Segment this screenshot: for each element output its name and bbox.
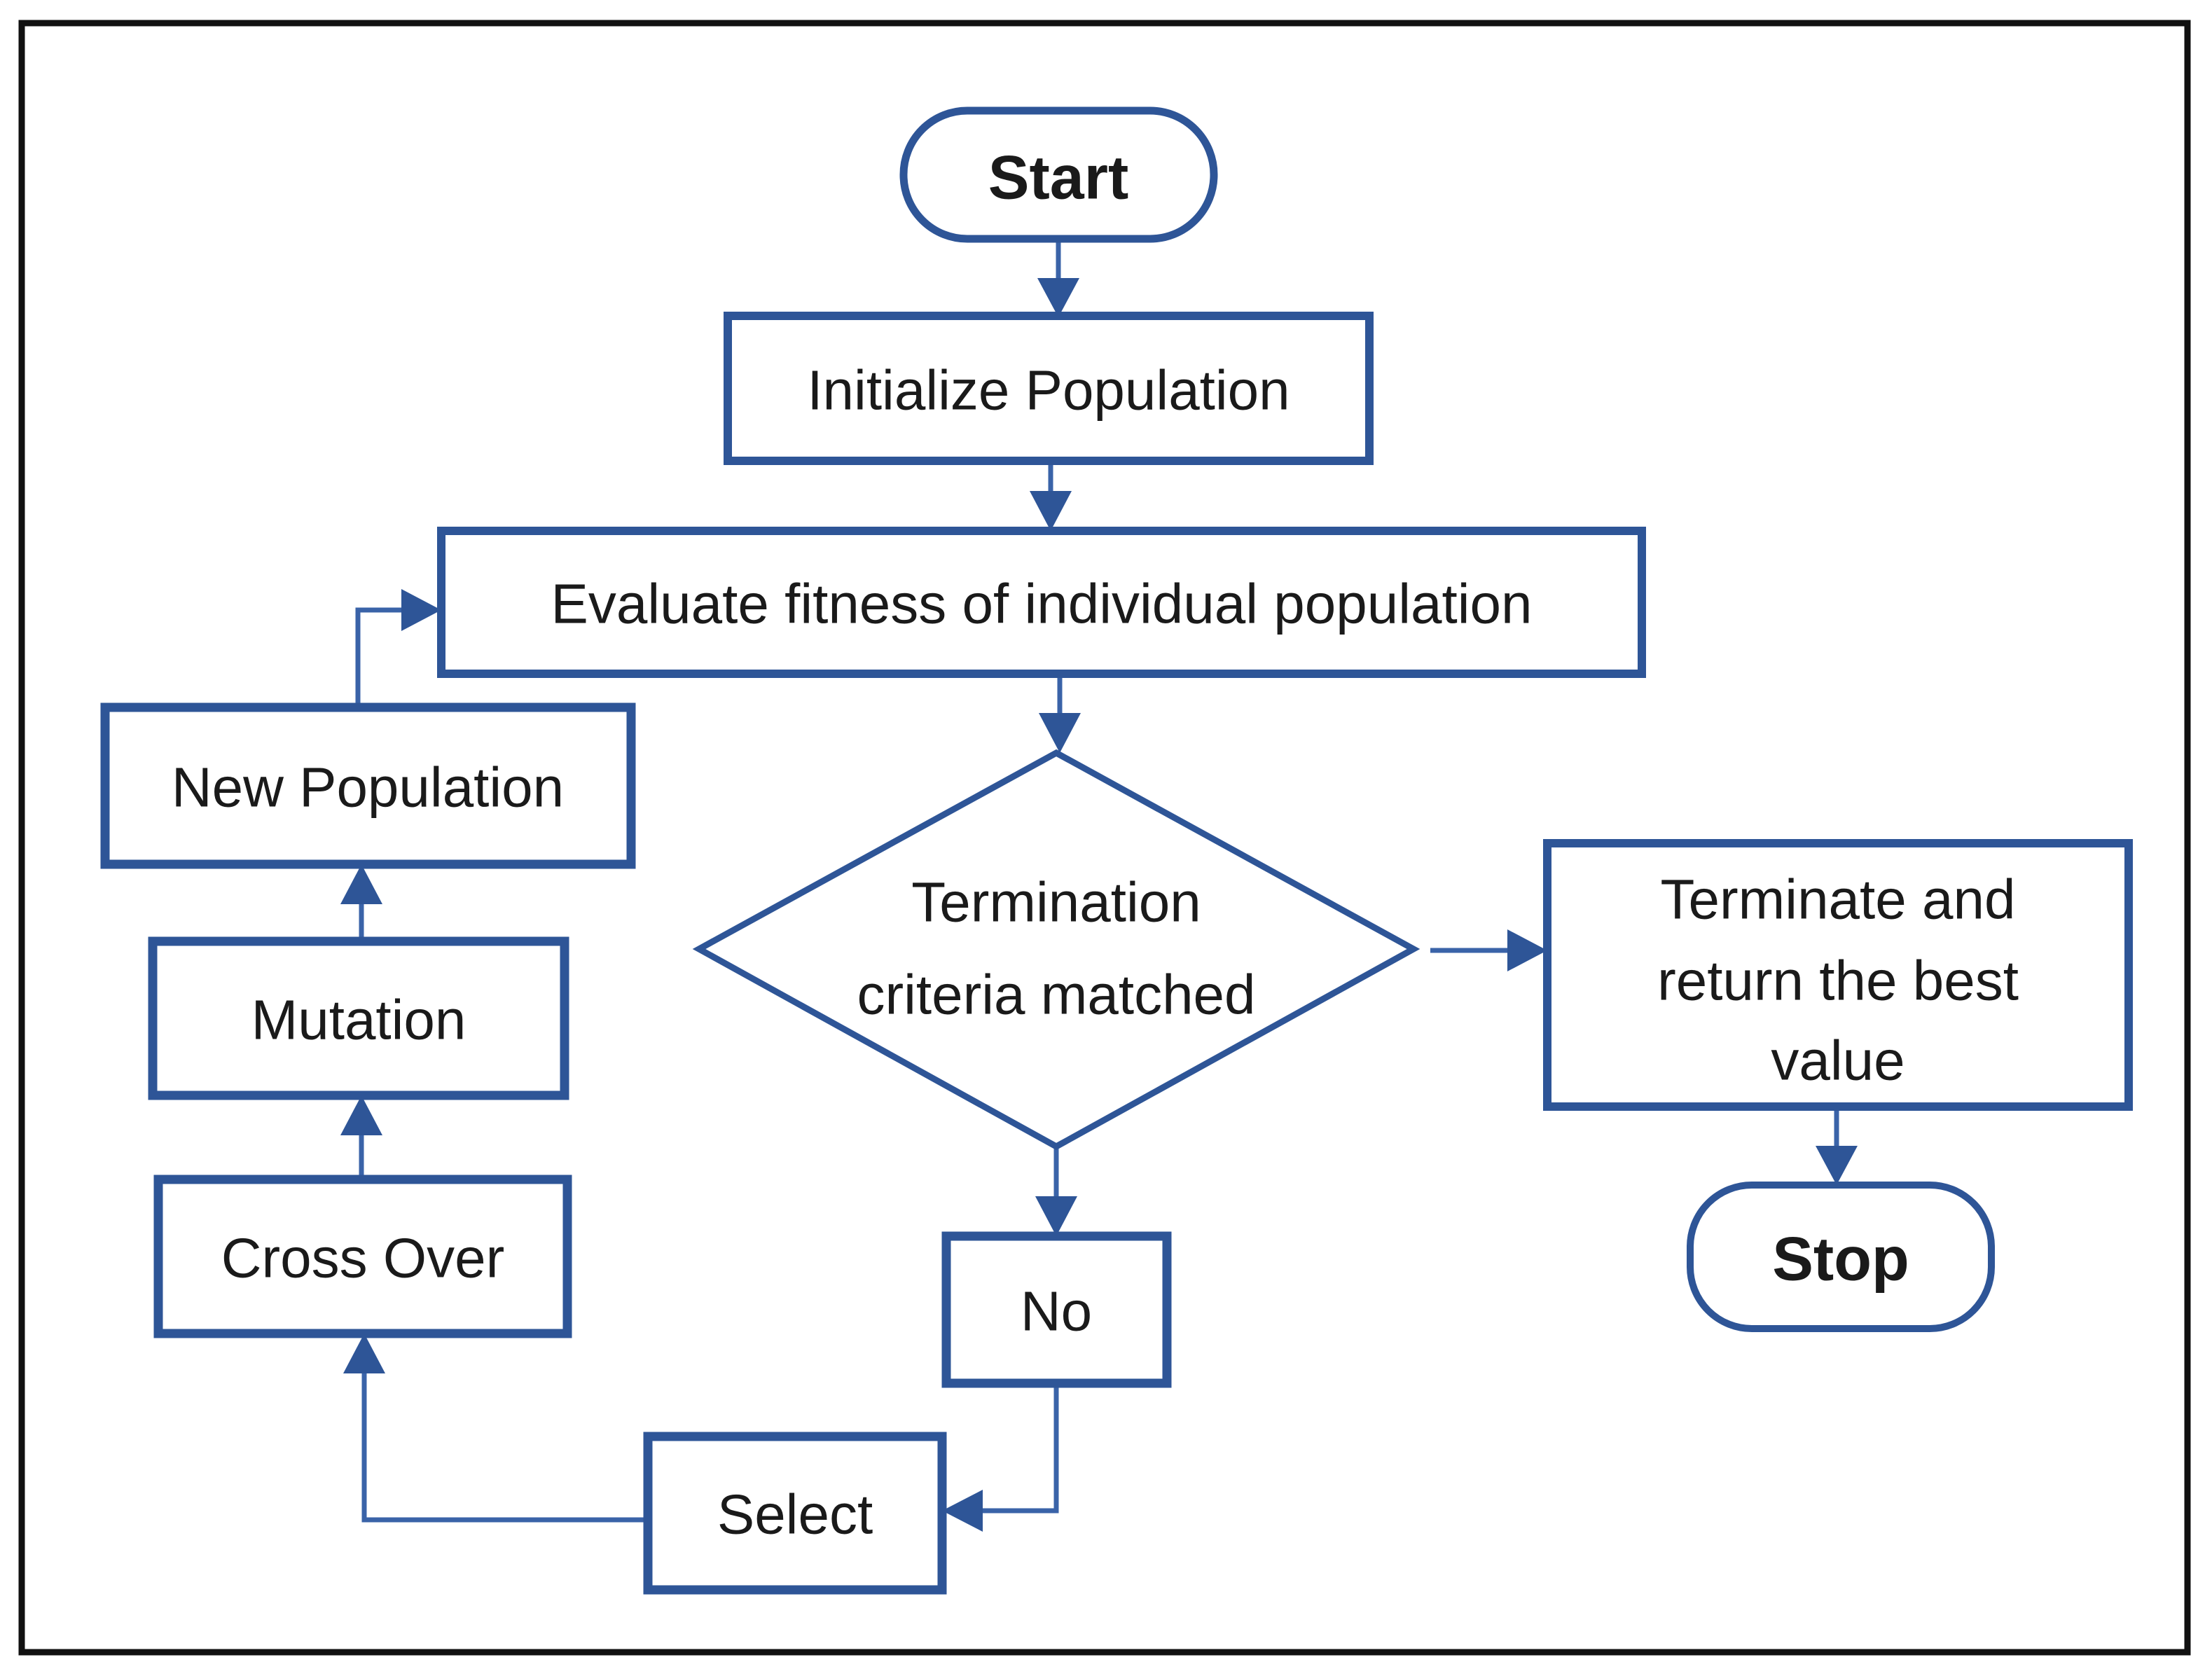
connector-decision-to-no [1035,1147,1077,1236]
arrowhead-down-icon [1039,713,1081,753]
initialize-population-label: Initialize Population [807,359,1290,422]
arrowhead-left-icon [942,1490,983,1532]
arrowhead-up-icon [340,1095,382,1135]
decision-label-line2: criteria matched [857,964,1255,1026]
new-population-label: New Population [172,756,564,819]
figure-border [18,20,2191,1656]
stop-label: Stop [1772,1224,1909,1294]
terminate-label-line2: return the best [1657,950,2019,1012]
process-shape [1543,839,2133,1111]
connector-no-to-select [942,1383,1059,1532]
node-select: Select [643,1432,947,1595]
node-new-population: New Population [100,702,636,869]
start-terminator-shape [899,106,1218,243]
arrowhead-down-icon [1037,278,1079,317]
process-shape [437,527,1646,678]
arrowhead-up-icon [343,1334,385,1373]
connector-evaluate-to-decision [1039,674,1081,753]
start-label: Start [988,143,1129,212]
stop-terminator-shape [1687,1182,1995,1332]
connector-line [983,1383,1059,1514]
arrowhead-down-icon [1035,1196,1077,1236]
connector-line [361,1373,648,1523]
arrowhead-right-icon [1507,929,1547,971]
connector-decision-to-terminate [1430,929,1547,971]
connector-initialize-to-evaluate [1030,461,1072,531]
node-evaluate-fitness: Evaluate fitness of individual populatio… [437,527,1646,678]
process-shape [941,1231,1172,1388]
node-stop: Stop [1687,1182,1995,1332]
mutation-label: Mutation [251,989,466,1051]
terminate-label-line3: value [1771,1030,1905,1092]
process-shape [643,1432,947,1595]
arrowhead-up-icon [340,864,382,904]
process-shape [148,936,569,1100]
connector-mutation-to-new-population [340,864,382,941]
decision-label-line1: Termination [911,871,1201,934]
node-start: Start [899,106,1218,243]
connector-start-to-initialize [1037,239,1079,317]
process-shape [724,312,1374,465]
arrowhead-down-icon [1030,491,1072,531]
no-label: No [1021,1280,1092,1343]
process-shape [153,1175,572,1338]
connector-new-population-to-evaluate [355,589,441,707]
arrowhead-right-icon [401,589,441,631]
node-terminate-return-best: Terminate and return the best value [1543,839,2133,1111]
node-mutation: Mutation [148,936,569,1100]
terminate-label-line1: Terminate and [1661,868,2016,931]
node-termination-decision: Termination criteria matched [692,749,1420,1151]
cross-over-label: Cross Over [221,1227,505,1289]
connector-crossover-to-mutation [340,1095,382,1179]
process-shape [100,702,636,869]
connector-line [355,607,401,707]
node-no: No [941,1231,1172,1388]
evaluate-fitness-label: Evaluate fitness of individual populatio… [551,573,1533,635]
decision-diamond-shape [692,749,1420,1151]
arrowhead-down-icon [1816,1146,1858,1185]
connector-terminate-to-stop [1816,1107,1858,1185]
node-initialize-population: Initialize Population [724,312,1374,465]
select-label: Select [717,1483,873,1546]
connector-select-to-crossover [343,1334,648,1523]
node-cross-over: Cross Over [153,1175,572,1338]
